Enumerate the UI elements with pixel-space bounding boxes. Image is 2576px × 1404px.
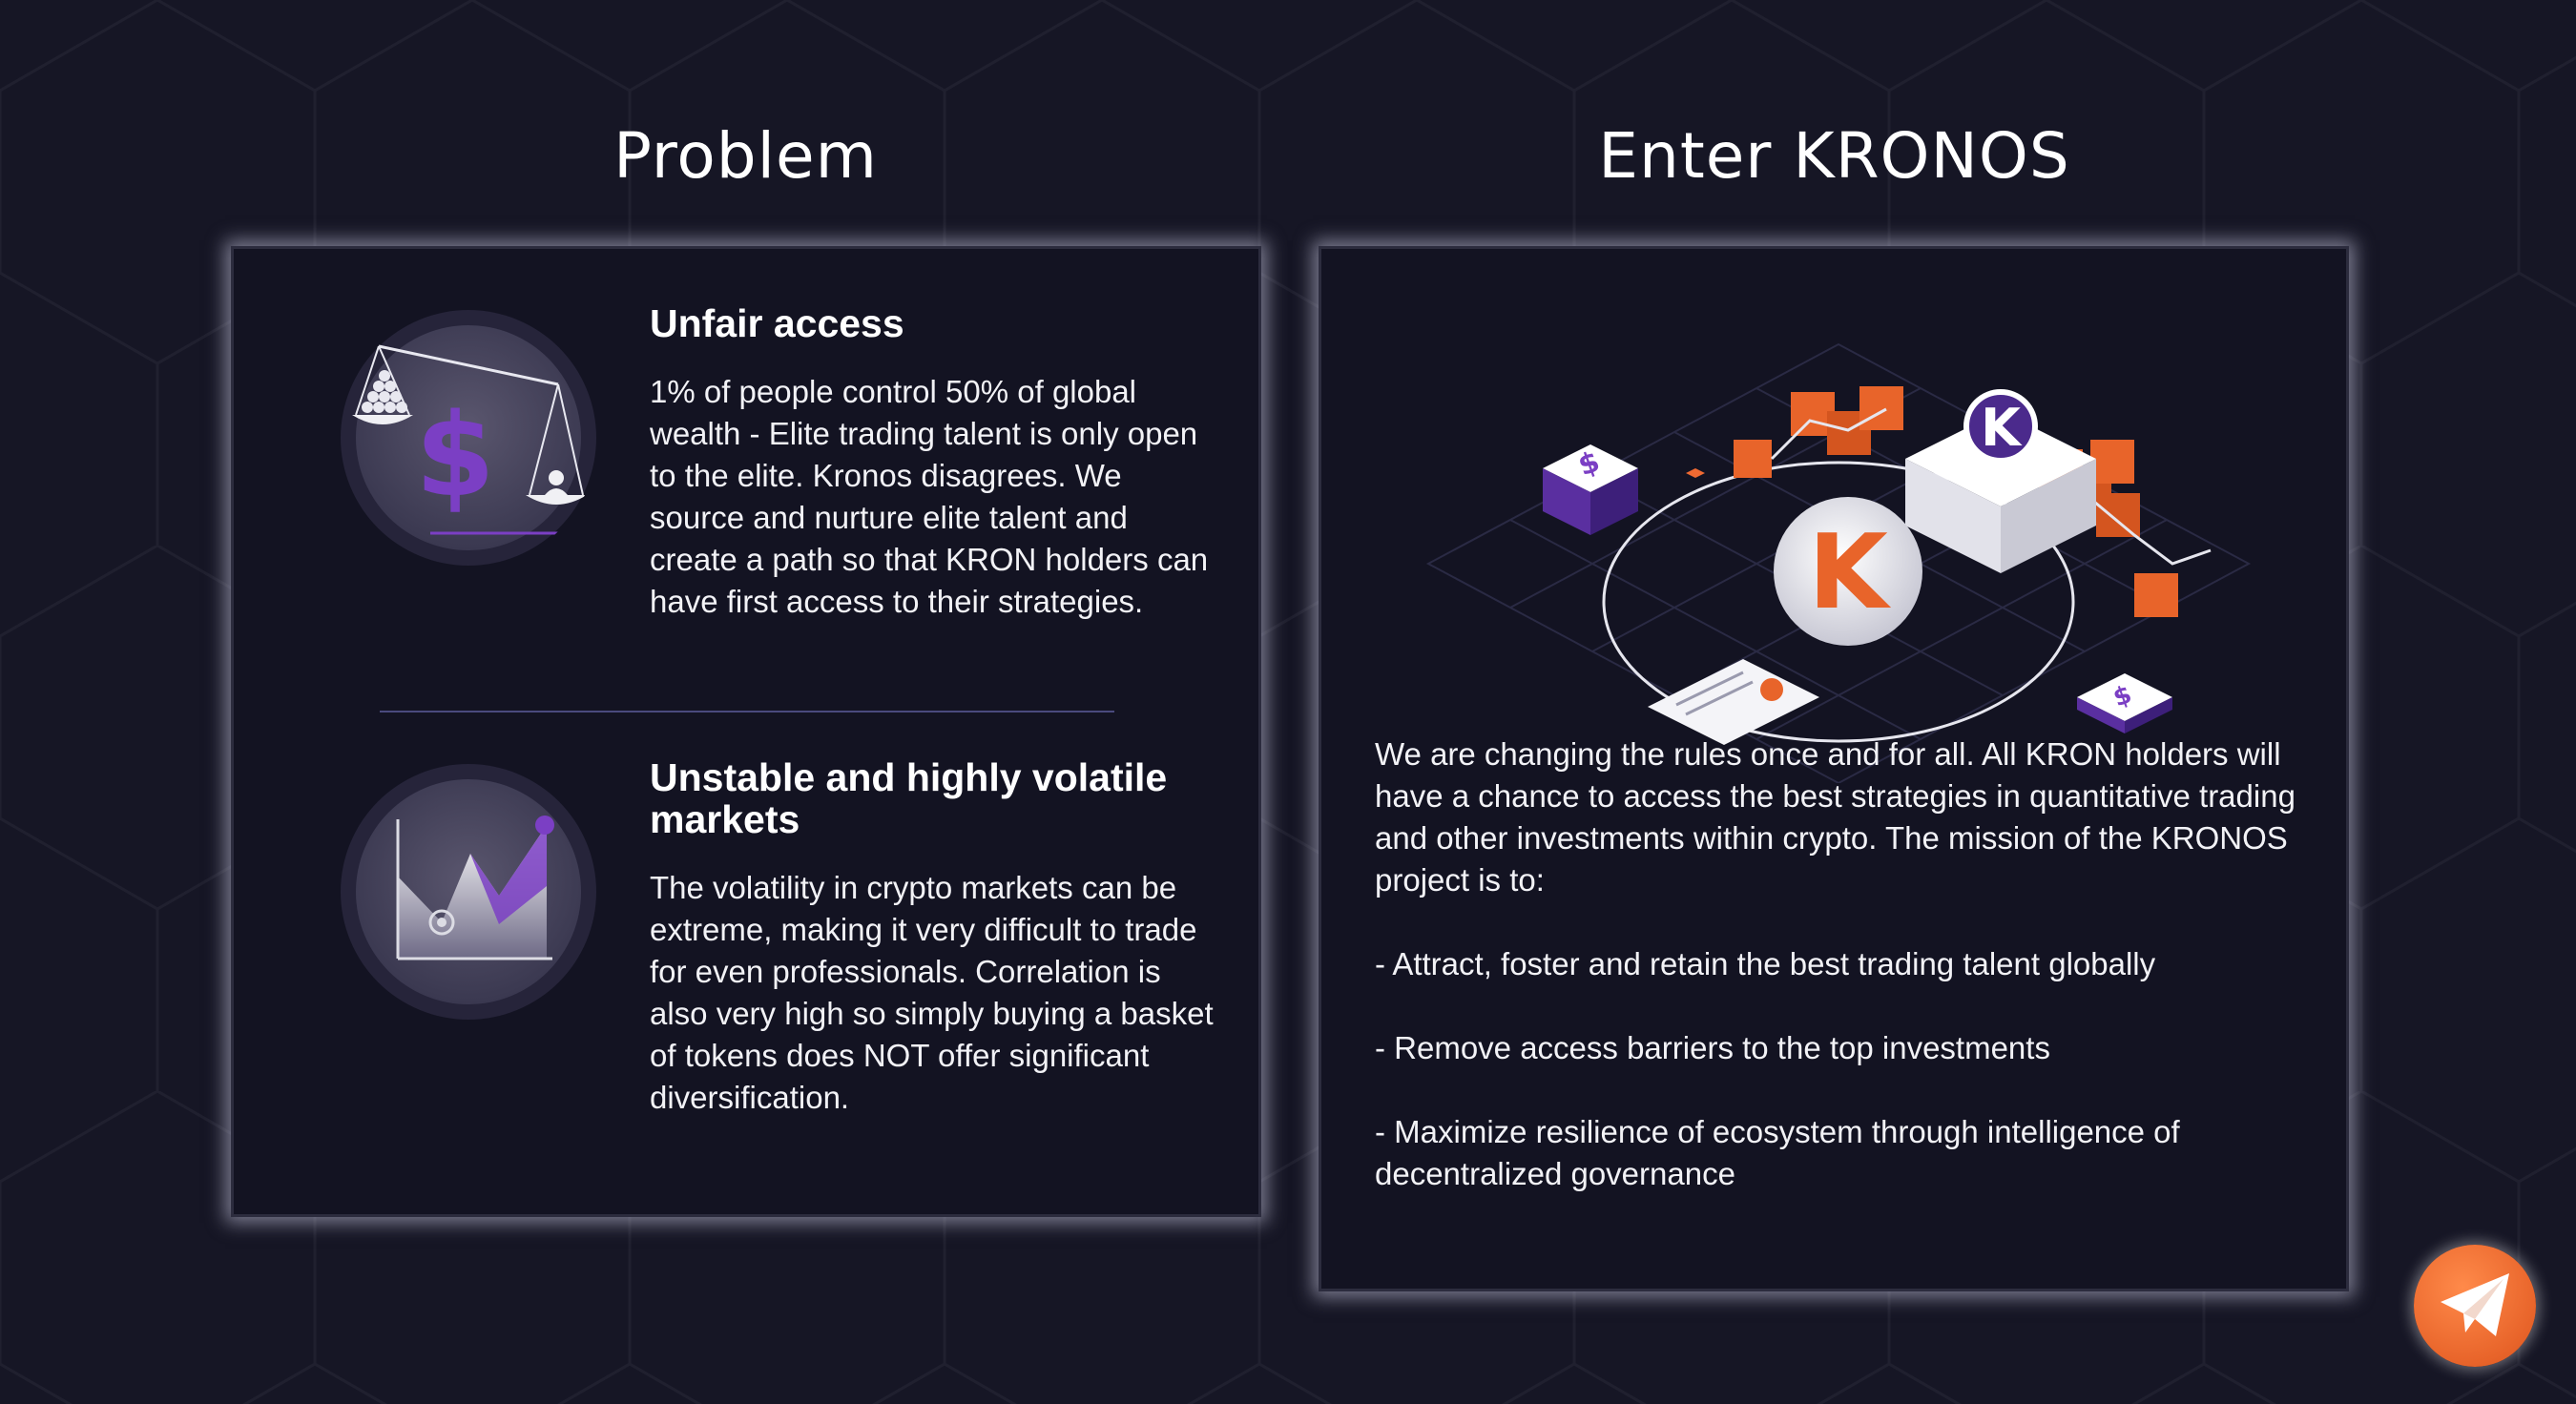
- kronos-bullet-governance: - Maximize resilience of ecosystem throu…: [1375, 1114, 2180, 1191]
- problem-title: Problem: [613, 119, 878, 193]
- scale-dollar-icon: $: [341, 310, 596, 566]
- enter-kronos-title: Enter KRONOS: [1598, 119, 2070, 193]
- volatile-markets-heading: Unstable and highly volatile markets: [650, 755, 1168, 841]
- kronos-logo-k: K: [1808, 513, 1891, 632]
- kronos-intro: We are changing the rules once and for a…: [1375, 736, 2296, 898]
- kronos-bullet-access: - Remove access barriers to the top inve…: [1375, 1030, 2050, 1065]
- volatile-markets-text: The volatility in crypto markets can be …: [650, 870, 1214, 1115]
- unfair-access-heading: Unfair access: [650, 301, 904, 345]
- unfair-access-text: 1% of people control 50% of global wealt…: [650, 374, 1209, 619]
- telegram-button[interactable]: [2414, 1245, 2536, 1367]
- problem-divider: [380, 711, 1114, 712]
- svg-text:$: $: [415, 390, 495, 523]
- kronos-token-k: K: [1981, 398, 2023, 458]
- enter-kronos-panel: $ K K: [1319, 246, 2349, 1291]
- problem-panel: $ Unfair access 1% of people control 50%…: [231, 246, 1261, 1217]
- volatile-chart-icon: [341, 764, 596, 1020]
- kronos-ecosystem-illustration: $ K K: [1425, 342, 2252, 783]
- kronos-mission-text: We are changing the rules once and for a…: [1375, 733, 2319, 1237]
- telegram-paper-plane-icon: [2441, 1273, 2509, 1336]
- kronos-bullet-talent: - Attract, foster and retain the best tr…: [1375, 946, 2156, 981]
